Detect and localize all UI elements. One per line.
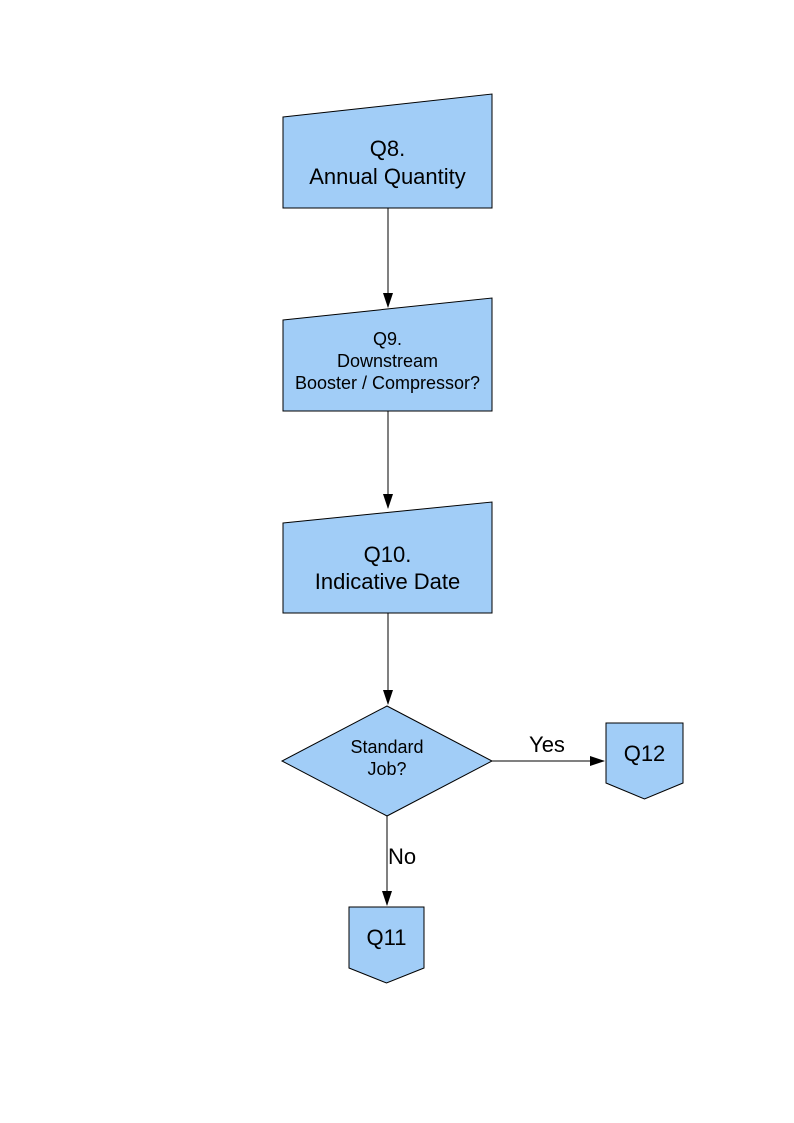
node-q11-offpage-connector [348, 906, 425, 984]
node-q12-offpage-connector [605, 722, 684, 800]
node-q9-manual-input [282, 297, 493, 412]
node-q8-manual-input [282, 93, 493, 209]
node-q10-manual-input [282, 501, 493, 614]
node-standard-job-decision [280, 705, 494, 817]
